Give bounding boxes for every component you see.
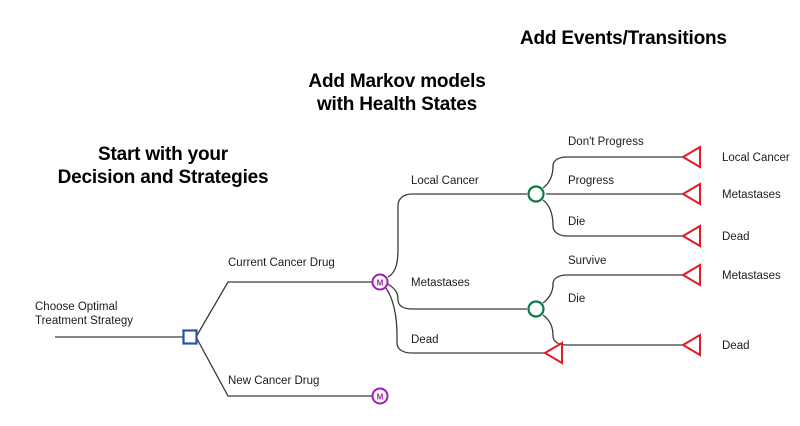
event-label-survive: Survive [568, 255, 607, 267]
transition-label-metastases-2: Metastases [722, 270, 781, 282]
terminal-node-metastases-2[interactable] [681, 263, 701, 287]
terminal-nodes [543, 145, 701, 365]
chance-node-metastases[interactable] [527, 300, 545, 318]
markov-node-glyph: M [377, 393, 384, 402]
branch-state-metastases [387, 283, 527, 310]
event-label-progress: Progress [568, 175, 615, 187]
terminal-node-local-cancer[interactable] [681, 145, 701, 169]
annotation-markov: Add Markov models with Health States [308, 71, 486, 115]
chance-node-local-cancer[interactable] [527, 185, 545, 203]
branch-event-die-lower [542, 314, 683, 346]
branch-state-dead [385, 287, 545, 354]
terminal-node-metastases-1[interactable] [681, 182, 701, 206]
transition-label-dead-2: Dead [722, 340, 750, 352]
branch-event-die-upper [542, 199, 683, 237]
transition-label-local-cancer: Local Cancer [722, 152, 790, 164]
branch-strategy-new [195, 336, 372, 397]
state-label-metastases: Metastases [411, 277, 470, 289]
markov-node-glyph: M [377, 279, 384, 288]
event-label-die-lower: Die [568, 293, 586, 305]
event-label-die-upper: Die [568, 216, 586, 228]
transition-label-metastases-1: Metastases [722, 189, 781, 201]
strategy-label-new: New Cancer Drug [228, 375, 320, 387]
branch-lines [55, 156, 683, 397]
annotation-start: Start with your Decision and Strategies [57, 144, 269, 188]
state-label-local-cancer: Local Cancer [411, 175, 479, 187]
branch-event-dont-progress [542, 156, 683, 189]
state-label-dead: Dead [411, 334, 439, 346]
annotation-events: Add Events/Transitions [520, 28, 727, 49]
branch-strategy-current [195, 281, 372, 338]
markov-node-current[interactable]: M [371, 273, 389, 291]
markov-node-new[interactable]: M [371, 387, 389, 405]
root-label: Choose Optimal Treatment Strategy [35, 301, 134, 327]
event-label-dont-progress: Don't Progress [568, 136, 644, 148]
terminal-node-dead-state[interactable] [543, 341, 563, 365]
terminal-node-dead-2[interactable] [681, 333, 701, 357]
strategy-label-current: Current Cancer Drug [228, 257, 335, 269]
branch-state-local-cancer [387, 193, 527, 278]
branch-event-survive [542, 274, 683, 304]
transition-label-dead-1: Dead [722, 231, 750, 243]
terminal-node-dead-1[interactable] [681, 224, 701, 248]
decision-node-square[interactable] [182, 329, 198, 345]
